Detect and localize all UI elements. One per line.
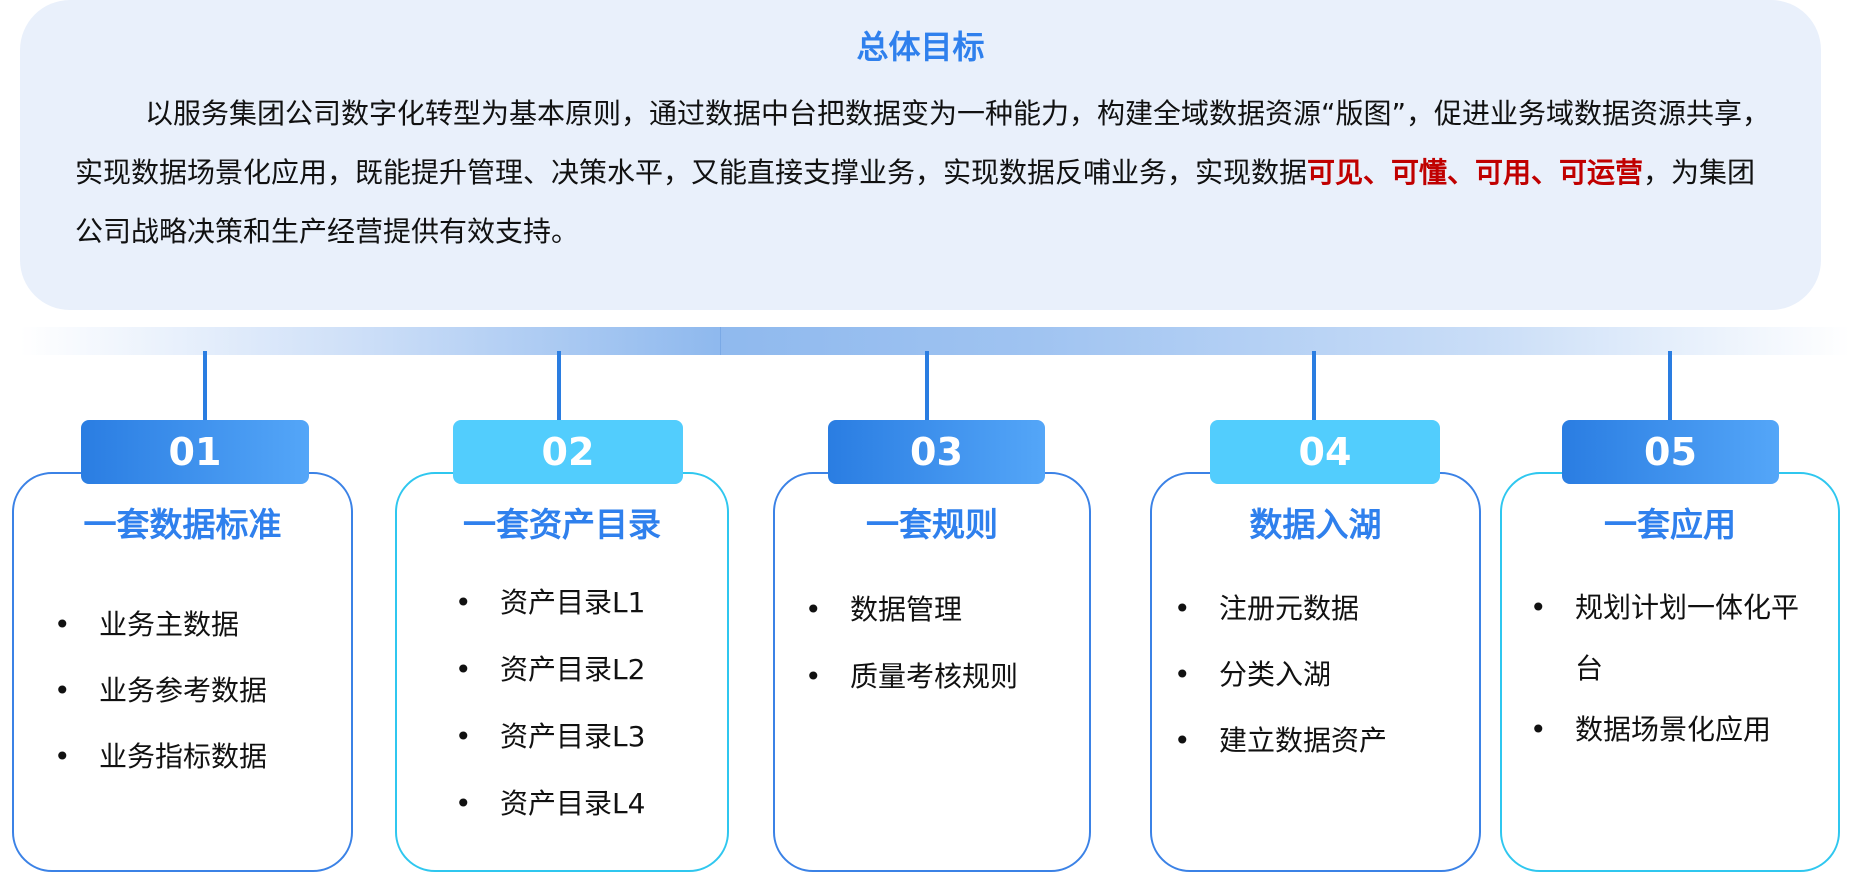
overall-goal-panel: 总体目标 以服务集团公司数字化转型为基本原则，通过数据中台把数据变为一种能力，构… <box>20 0 1821 310</box>
band-divider <box>720 327 721 355</box>
pillar-card-asset-catalog: 一套资产目录 资产目录L1 资产目录L2 资产目录L3 资产目录L4 <box>395 472 729 872</box>
list-item: 业务参考数据 <box>54 658 267 724</box>
connector-line <box>1668 351 1672 423</box>
list-item: 分类入湖 <box>1174 642 1387 708</box>
list-item: 业务主数据 <box>54 592 267 658</box>
pillar-card-data-standard: 一套数据标准 业务主数据 业务参考数据 业务指标数据 <box>12 472 353 872</box>
pillar-title: 数据入湖 <box>1249 505 1382 544</box>
list-item: 资产目录L1 <box>455 569 645 636</box>
connector-line <box>557 351 561 423</box>
pillar-title: 一套应用 <box>1604 505 1736 544</box>
pillar-number-badge: 03 <box>828 420 1045 484</box>
pillar-card-applications: 一套应用 规划计划一体化平台 数据场景化应用 <box>1500 472 1840 872</box>
connector-line <box>1312 351 1316 423</box>
connector-line <box>925 351 929 423</box>
pillar-number-badge: 05 <box>1562 420 1779 484</box>
list-item: 数据场景化应用 <box>1530 699 1820 760</box>
list-item: 注册元数据 <box>1174 576 1387 642</box>
list-item: 资产目录L2 <box>455 636 645 703</box>
pillar-title: 一套数据标准 <box>83 505 282 544</box>
goal-text: 以服务集团公司数字化转型为基本原则，通过数据中台把数据变为一种能力，构建全域数据… <box>75 97 1771 189</box>
pillar-number-badge: 04 <box>1210 420 1440 484</box>
list-item: 建立数据资产 <box>1174 708 1387 774</box>
list-item: 资产目录L4 <box>455 770 645 837</box>
list-item: 规划计划一体化平台 <box>1530 577 1820 699</box>
pillar-card-rules: 一套规则 数据管理 质量考核规则 <box>773 472 1091 872</box>
pillar-number-badge: 01 <box>81 420 309 484</box>
goal-title: 总体目标 <box>856 28 985 66</box>
pillar-title: 一套资产目录 <box>463 505 661 544</box>
pillar-card-data-lake: 数据入湖 注册元数据 分类入湖 建立数据资产 <box>1150 472 1481 872</box>
list-item: 业务指标数据 <box>54 724 267 790</box>
pillar-title: 一套规则 <box>866 505 998 544</box>
connector-line <box>203 351 207 423</box>
goal-description: 以服务集团公司数字化转型为基本原则，通过数据中台把数据变为一种能力，构建全域数据… <box>75 84 1771 261</box>
goal-text-end: ，为集团公司战略决策和生产经营提供有效支持。 <box>75 156 1756 248</box>
list-item: 数据管理 <box>805 576 1018 643</box>
list-item: 质量考核规则 <box>805 643 1018 710</box>
goal-highlight: 可见、可懂、可用、可运营 <box>1307 156 1644 189</box>
connector-band <box>20 327 1850 355</box>
pillar-number-badge: 02 <box>453 420 683 484</box>
list-item: 资产目录L3 <box>455 703 645 770</box>
